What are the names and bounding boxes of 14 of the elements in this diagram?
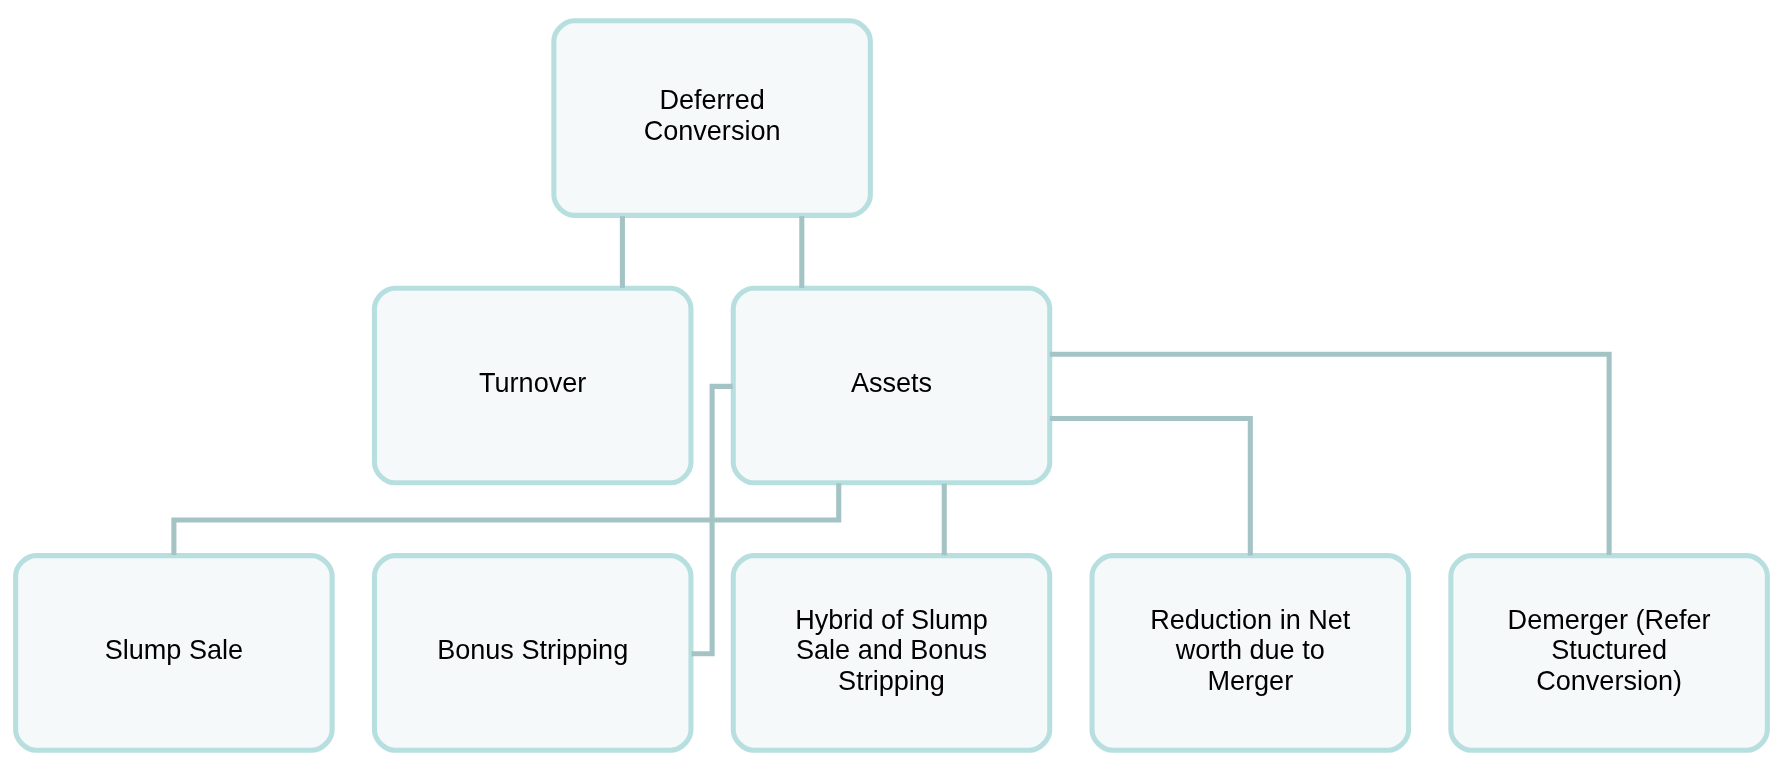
- node-box: Demerger (Refer Stuctured Conversion): [1448, 552, 1770, 753]
- node-box: Assets: [730, 285, 1053, 485]
- connector: [1049, 415, 1253, 556]
- node-box: Bonus Stripping: [371, 552, 694, 753]
- node-box: Turnover: [371, 285, 694, 485]
- node-box: Hybrid of Slump Sale and Bonus Stripping: [730, 552, 1053, 753]
- connector: [691, 383, 733, 656]
- node-box: Reduction in Net worth due to Merger: [1089, 552, 1412, 753]
- connector: [941, 483, 947, 555]
- connector: [1049, 351, 1612, 555]
- node-box: Slump Sale: [13, 552, 335, 753]
- node-box: Deferred Conversion: [551, 17, 873, 218]
- connector: [619, 215, 625, 288]
- connector: [799, 215, 805, 288]
